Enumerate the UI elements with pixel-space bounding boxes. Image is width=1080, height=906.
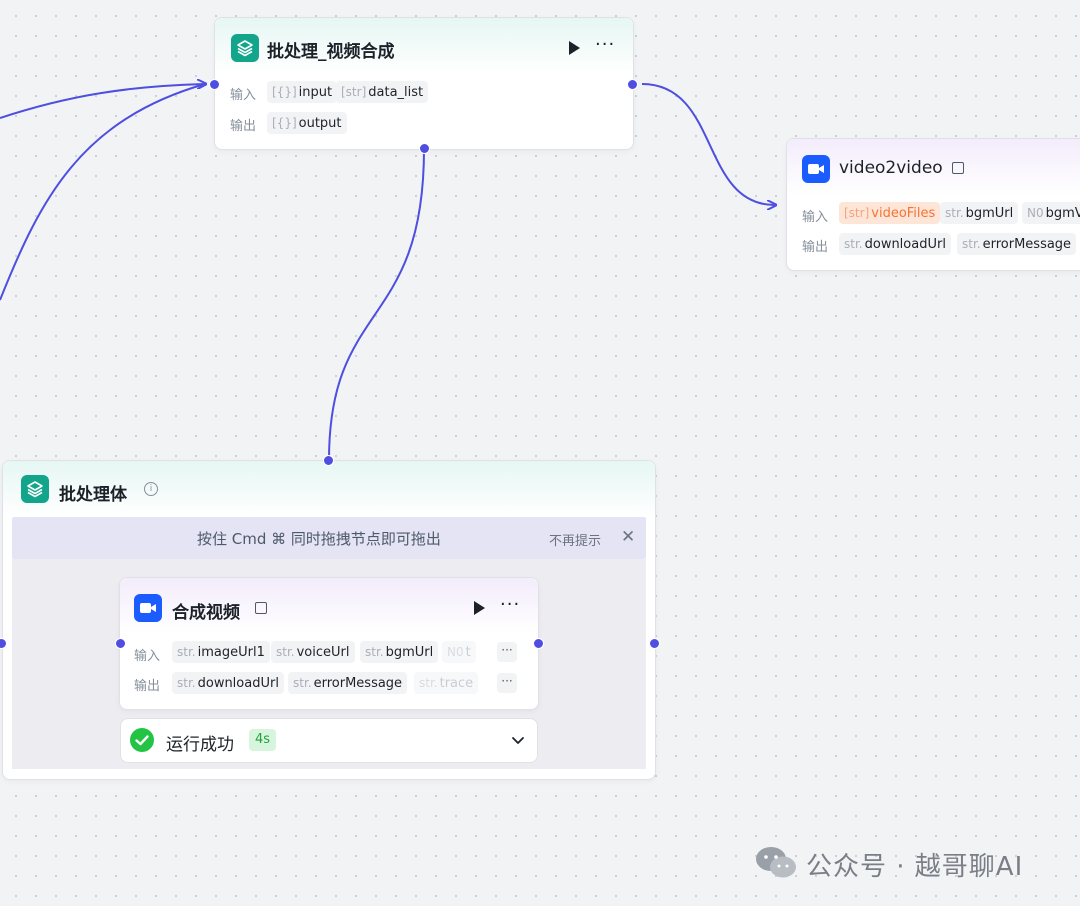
video-camera-icon xyxy=(802,155,830,183)
drag-hint-bar: 按住 Cmd ⌘ 同时拖拽节点即可拖出 不再提示 ✕ xyxy=(12,517,646,559)
output-label: 输出 xyxy=(134,679,161,694)
output-param: str.downloadUrl xyxy=(172,672,284,694)
edge-left-top xyxy=(0,84,205,119)
node-title: 批处理_视频合成 xyxy=(267,42,395,62)
container-title: 批处理体 xyxy=(59,485,127,505)
chevron-down-icon[interactable] xyxy=(511,732,525,751)
success-check-icon xyxy=(130,728,154,752)
container-header xyxy=(3,461,655,517)
node-header xyxy=(120,578,538,634)
output-label: 输出 xyxy=(230,119,257,134)
input-param: str.voiceUrl xyxy=(271,641,355,663)
container-right-port[interactable] xyxy=(649,638,660,649)
close-icon[interactable]: ✕ xyxy=(621,527,636,547)
drag-hint-text: 按住 Cmd ⌘ 同时拖拽节点即可拖出 xyxy=(197,530,441,548)
layers-icon xyxy=(231,34,259,62)
input-port[interactable] xyxy=(209,79,220,90)
run-duration-badge: 4s xyxy=(249,729,277,751)
container-left-port[interactable] xyxy=(0,638,7,649)
dont-show-again-button[interactable]: 不再提示 xyxy=(549,534,602,549)
more-outputs-button[interactable]: ··· xyxy=(497,673,517,693)
info-icon[interactable]: i xyxy=(144,482,158,496)
wechat-icon xyxy=(754,844,798,886)
edge-left-curve xyxy=(0,83,206,301)
input-param: str.bgmUrl xyxy=(940,202,1019,224)
batch-video-node[interactable]: 批处理_视频合成 ··· 输入 [{}]input [str]data_list… xyxy=(214,17,634,150)
more-options-icon[interactable]: ··· xyxy=(595,34,616,55)
input-param: [str]videoFiles xyxy=(839,202,941,224)
layers-icon xyxy=(21,475,49,503)
output-param: str.errorMessage xyxy=(288,672,408,694)
input-param: str.bgmUrl xyxy=(360,641,439,663)
node-title: 合成视频 xyxy=(172,603,240,623)
output-param: str.errorMessage xyxy=(957,233,1077,255)
body-port[interactable] xyxy=(419,143,430,154)
input-param: [{}]input xyxy=(267,81,338,103)
output-label: 输出 xyxy=(802,240,829,255)
watermark-text: 公众号 · 越哥聊AI xyxy=(806,852,1024,882)
video-camera-icon xyxy=(134,594,162,622)
video2video-node[interactable]: video2video 输入 [str]videoFiles str.bgmUr… xyxy=(786,138,1080,271)
plugin-icon xyxy=(952,162,964,174)
input-param: [str]data_list xyxy=(336,81,429,103)
node-header xyxy=(215,18,633,74)
compose-input-port[interactable] xyxy=(115,638,126,649)
more-options-icon[interactable]: ··· xyxy=(500,594,521,615)
output-param: str.trace xyxy=(414,672,479,694)
node-title: video2video xyxy=(839,158,943,178)
output-param: str.downloadUrl xyxy=(839,233,951,255)
output-port[interactable] xyxy=(627,79,638,90)
edge-batch-to-body xyxy=(328,148,425,461)
edge-batch-to-v2v xyxy=(641,83,775,205)
compose-video-node[interactable]: 合成视频 ··· 输入 str.imageUrl1 str.voiceUrl s… xyxy=(119,577,539,710)
node-header xyxy=(787,139,1080,195)
input-param: str.imageUrl1 xyxy=(172,641,270,663)
output-param: [{}]output xyxy=(267,112,347,134)
run-icon[interactable] xyxy=(569,41,580,55)
run-status-text: 运行成功 xyxy=(166,735,234,755)
more-inputs-button[interactable]: ··· xyxy=(497,642,517,662)
run-icon[interactable] xyxy=(474,601,485,615)
run-status-bar[interactable]: 运行成功 4s xyxy=(120,718,538,763)
input-label: 输入 xyxy=(134,649,161,664)
input-label: 输入 xyxy=(802,210,829,225)
input-label: 输入 xyxy=(230,88,257,103)
container-input-port[interactable] xyxy=(323,455,334,466)
compose-output-port[interactable] xyxy=(533,638,544,649)
plugin-icon xyxy=(255,602,267,614)
